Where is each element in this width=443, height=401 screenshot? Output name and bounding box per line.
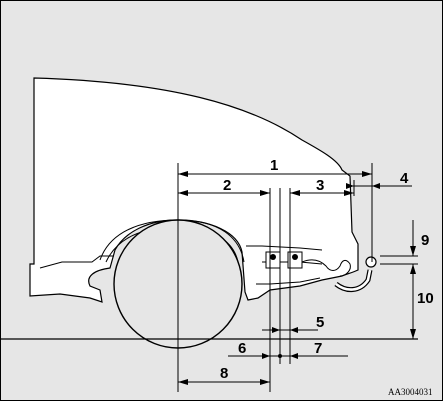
callout-3: 3	[316, 177, 324, 194]
dim-8-arrow-right	[260, 379, 270, 385]
tow-bar-inner	[335, 269, 372, 291]
callout-10: 10	[417, 290, 434, 307]
dim-10-arrow-bottom	[410, 329, 416, 339]
dim-5-arrow-right	[290, 327, 298, 333]
dim-5-arrow-left	[272, 327, 280, 333]
dim-6-7-center-dot	[278, 354, 282, 358]
dim-3-arrow-left	[290, 190, 300, 196]
bumper-bracket	[301, 259, 351, 277]
dim-2-arrow-right	[260, 190, 270, 196]
dim-8-arrow-left	[178, 379, 188, 385]
callout-7: 7	[314, 340, 322, 357]
mount-bolt-left	[270, 254, 276, 260]
callout-9: 9	[421, 232, 429, 249]
dim-4-arrow-right-to-left	[346, 183, 354, 189]
figure-code: AA3004031	[388, 387, 433, 397]
tow-ball	[365, 256, 377, 268]
dim-9-arrow	[410, 246, 416, 256]
dim-3-arrow-right	[344, 190, 354, 196]
body-side-detail	[39, 245, 323, 269]
callout-4: 4	[400, 170, 409, 187]
dim-1-arrow-right	[362, 171, 372, 177]
callout-1: 1	[270, 157, 278, 174]
dim-7-arrow	[290, 353, 298, 359]
callout-6: 6	[238, 340, 246, 357]
dim-4-arrow-left-to-right	[372, 183, 380, 189]
dim-6-arrow	[262, 353, 270, 359]
mount-bolt-right	[292, 254, 298, 260]
callout-5: 5	[316, 314, 324, 331]
dim-2-arrow-left	[178, 190, 188, 196]
dim-1-arrow-left	[178, 171, 188, 177]
callout-2: 2	[223, 177, 231, 194]
dim-10-arrow-top	[410, 264, 416, 274]
callout-8: 8	[220, 365, 228, 382]
